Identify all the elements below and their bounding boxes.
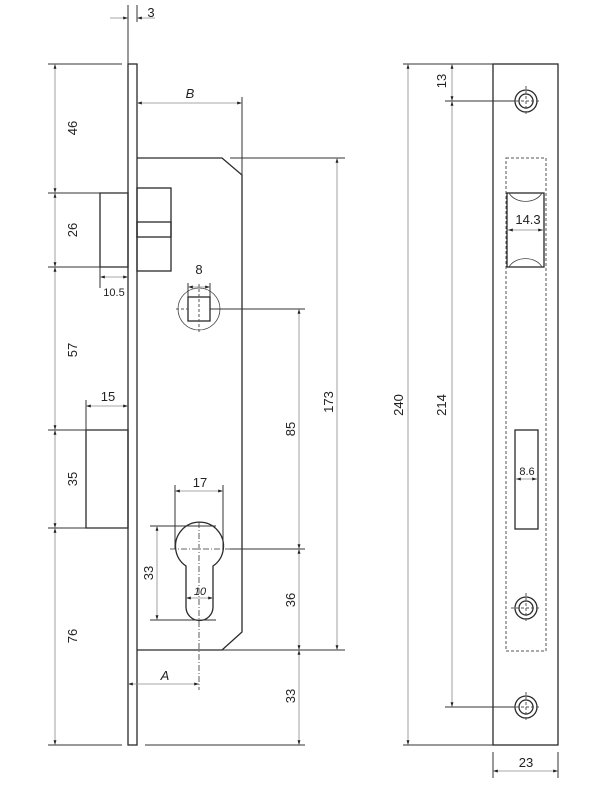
dim-cylinder-to-case-bottom: 36 bbox=[283, 593, 298, 607]
latch-window bbox=[506, 192, 545, 268]
deadbolt-window bbox=[514, 429, 539, 530]
latch-bar bbox=[136, 221, 172, 238]
front-view: 240 214 13 14.3 8.6 23 bbox=[391, 63, 559, 778]
dim-deadbolt-to-bottom: 76 bbox=[65, 629, 80, 643]
dim-follower-to-cylinder: 85 bbox=[283, 422, 298, 436]
dim-follower-size: 8 bbox=[195, 262, 202, 277]
dim-faceplate-thickness: 3 bbox=[147, 5, 154, 20]
dim-top-to-latch: 46 bbox=[65, 121, 80, 135]
dim-plate-length: 240 bbox=[391, 394, 406, 416]
lock-case bbox=[137, 157, 243, 651]
dim-latch-to-deadbolt: 57 bbox=[65, 343, 80, 357]
front-plate bbox=[492, 63, 559, 746]
deadbolt bbox=[85, 429, 129, 529]
dim-plate-width: 23 bbox=[519, 755, 533, 770]
dim-deadbolt-height: 35 bbox=[65, 472, 80, 486]
faceplate bbox=[127, 63, 138, 746]
dim-backset-a: A bbox=[160, 668, 170, 683]
dim-backset-b: B bbox=[186, 86, 195, 101]
latch-bolt bbox=[99, 192, 129, 268]
dim-deadbolt-window-width: 8.6 bbox=[519, 466, 534, 478]
side-view: 3 B 46 26 10.5 57 15 35 76 8 17 33 10 A … bbox=[48, 5, 345, 746]
cylinder-profile bbox=[174, 521, 225, 622]
dim-top-to-screw: 13 bbox=[434, 74, 449, 88]
dim-case-bottom-to-plate-bottom: 33 bbox=[283, 689, 298, 703]
dim-latch-height: 26 bbox=[65, 223, 80, 237]
dim-cylinder-width: 17 bbox=[193, 475, 207, 490]
dim-latch-window-width: 14.3 bbox=[515, 212, 540, 227]
dim-cylinder-height: 33 bbox=[141, 566, 156, 580]
dim-latch-projection: 10.5 bbox=[103, 287, 124, 299]
dim-cylinder-slot-width: 10 bbox=[194, 586, 207, 598]
screw-hole-top-icon bbox=[511, 86, 541, 116]
screw-hole-middle-icon bbox=[511, 593, 541, 623]
latch-body bbox=[136, 187, 172, 272]
dim-case-height: 173 bbox=[321, 391, 336, 413]
dim-deadbolt-projection: 15 bbox=[101, 389, 115, 404]
screw-hole-bottom-icon bbox=[511, 692, 541, 722]
dim-screw-spacing: 214 bbox=[434, 394, 449, 416]
case-outline-hidden bbox=[505, 157, 547, 652]
